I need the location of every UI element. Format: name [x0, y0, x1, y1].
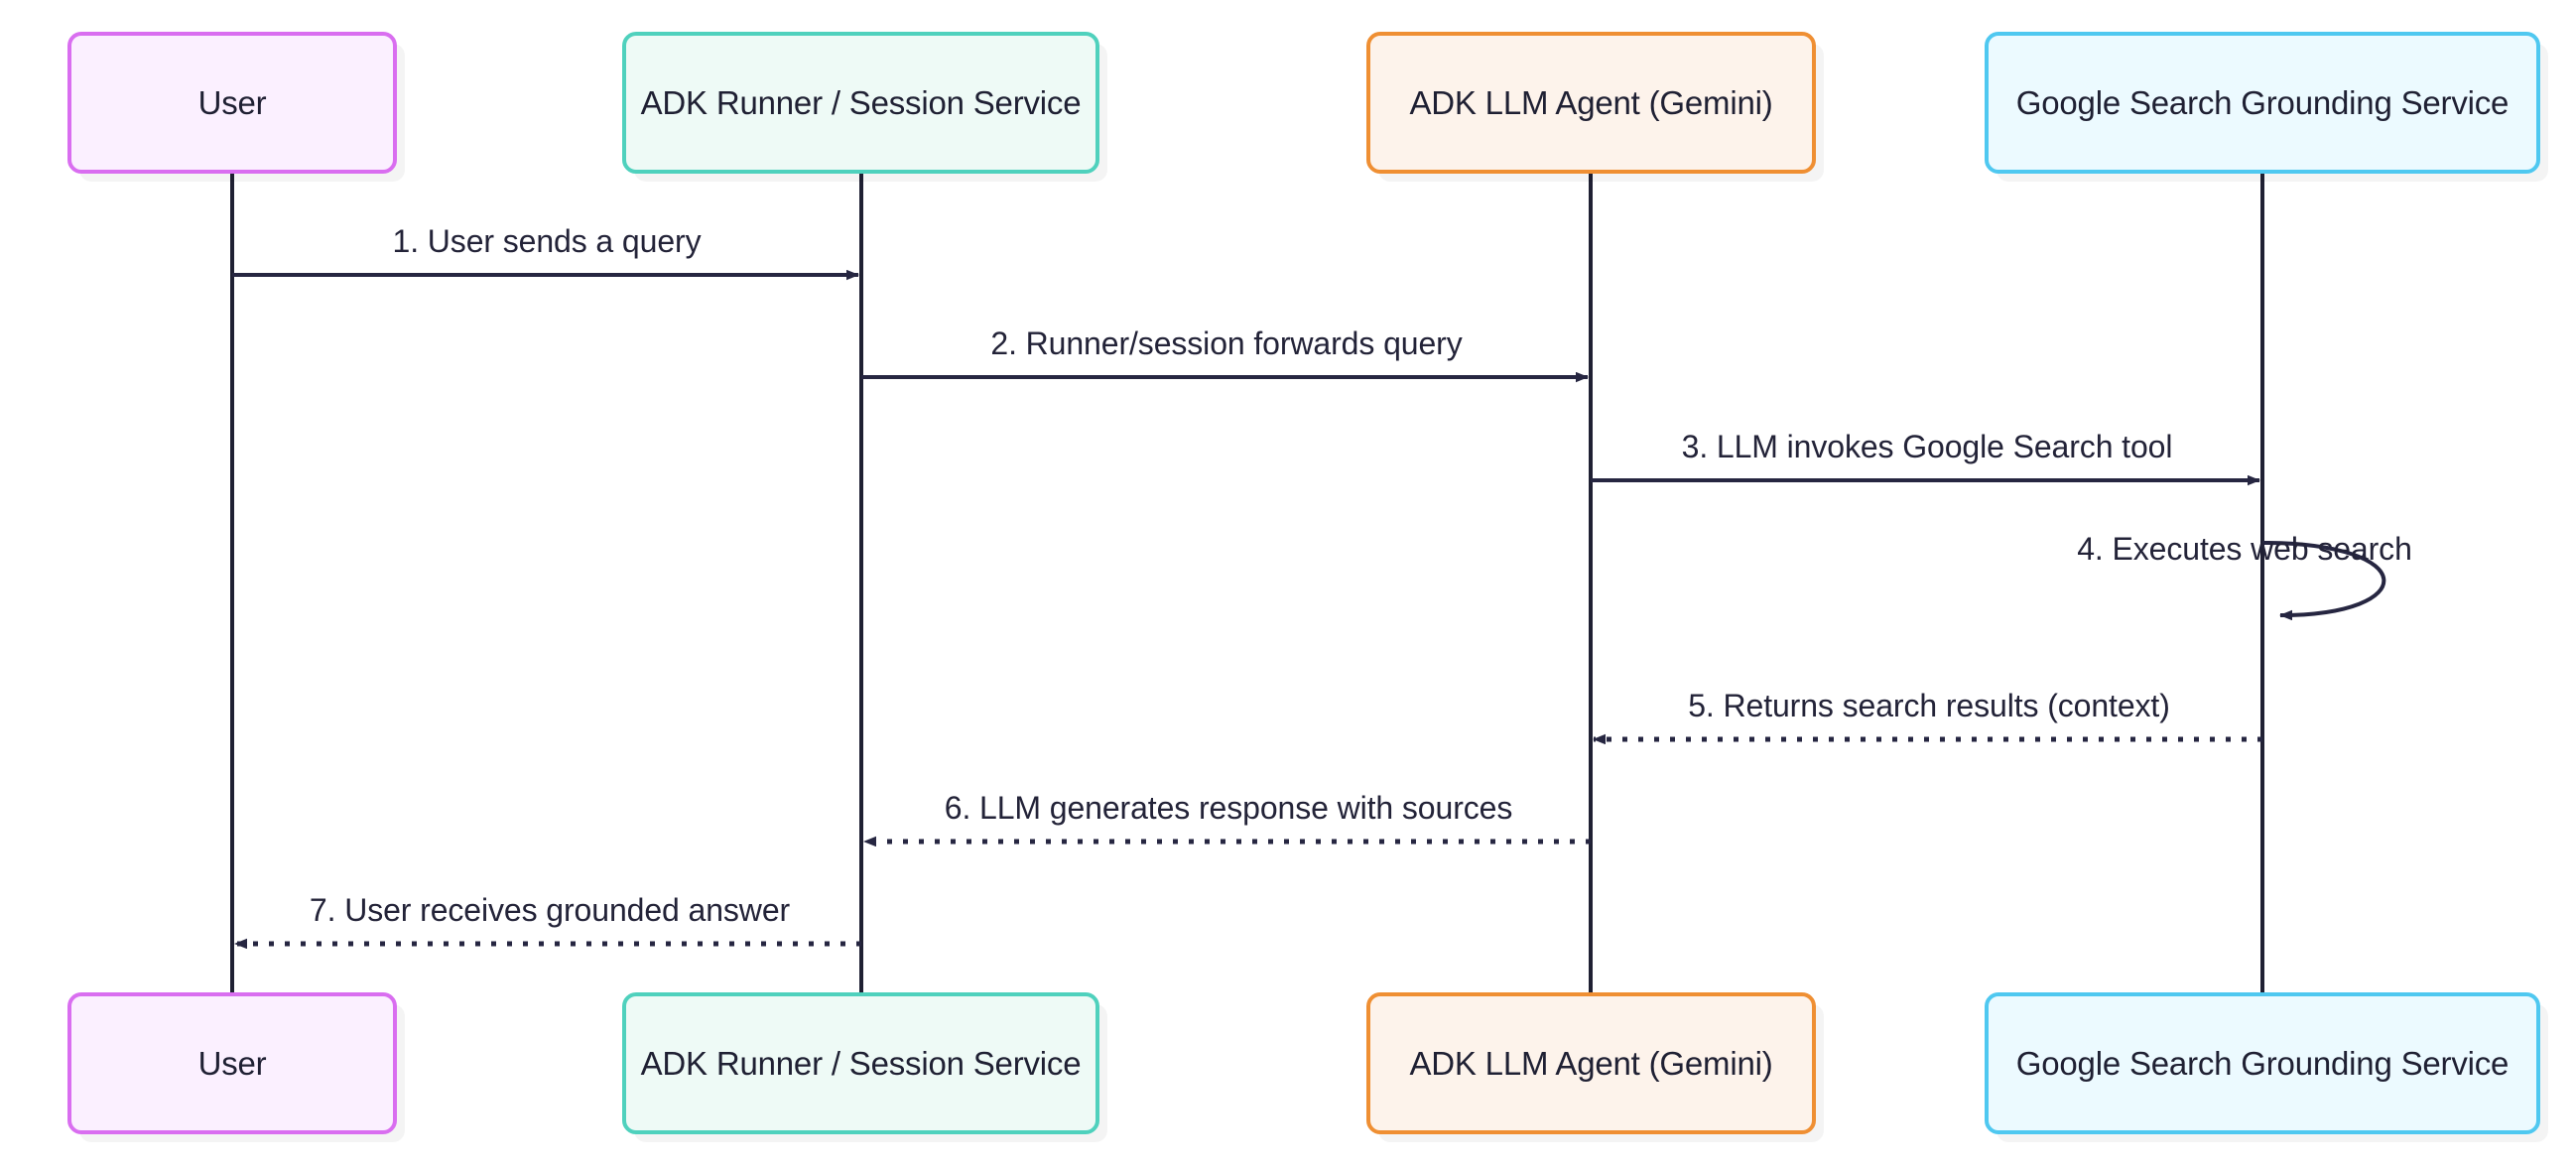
participant-box-search-bottom[interactable]: Google Search Grounding Service: [1985, 992, 2540, 1134]
participant-box-user-top[interactable]: User: [67, 32, 397, 174]
participant-label-search: Google Search Grounding Service: [2015, 1044, 2510, 1082]
message-label-2: 2. Runner/session forwards query: [990, 325, 1463, 361]
participant-box-agent-top[interactable]: ADK LLM Agent (Gemini): [1366, 32, 1816, 174]
message-label-7: 7. User receives grounded answer: [309, 892, 791, 928]
participant-label-agent: ADK LLM Agent (Gemini): [1409, 1044, 1773, 1082]
participant-box-agent-bottom[interactable]: ADK LLM Agent (Gemini): [1366, 992, 1816, 1134]
participant-box-runner-top[interactable]: ADK Runner / Session Service: [622, 32, 1099, 174]
message-label-6: 6. LLM generates response with sources: [944, 790, 1513, 826]
participant-label-runner: ADK Runner / Session Service: [640, 1044, 1082, 1082]
participant-label-search: Google Search Grounding Service: [2015, 83, 2510, 121]
participant-label-user: User: [197, 83, 267, 121]
message-label-4: 4. Executes web search: [2077, 531, 2412, 567]
participant-label-user: User: [197, 1044, 267, 1082]
lifelines-group: [230, 174, 2264, 992]
participant-box-runner-bottom[interactable]: ADK Runner / Session Service: [622, 992, 1099, 1134]
participant-box-search-top[interactable]: Google Search Grounding Service: [1985, 32, 2540, 174]
message-label-1: 1. User sends a query: [392, 223, 702, 259]
message-label-5: 5. Returns search results (context): [1688, 688, 2170, 723]
participant-label-runner: ADK Runner / Session Service: [640, 83, 1082, 121]
arrows-group: [232, 269, 2386, 950]
message-label-3: 3. LLM invokes Google Search tool: [1681, 429, 2173, 464]
participant-box-user-bottom[interactable]: User: [67, 992, 397, 1134]
message-arrow-4[interactable]: [2261, 541, 2386, 621]
participant-label-agent: ADK LLM Agent (Gemini): [1409, 83, 1773, 121]
